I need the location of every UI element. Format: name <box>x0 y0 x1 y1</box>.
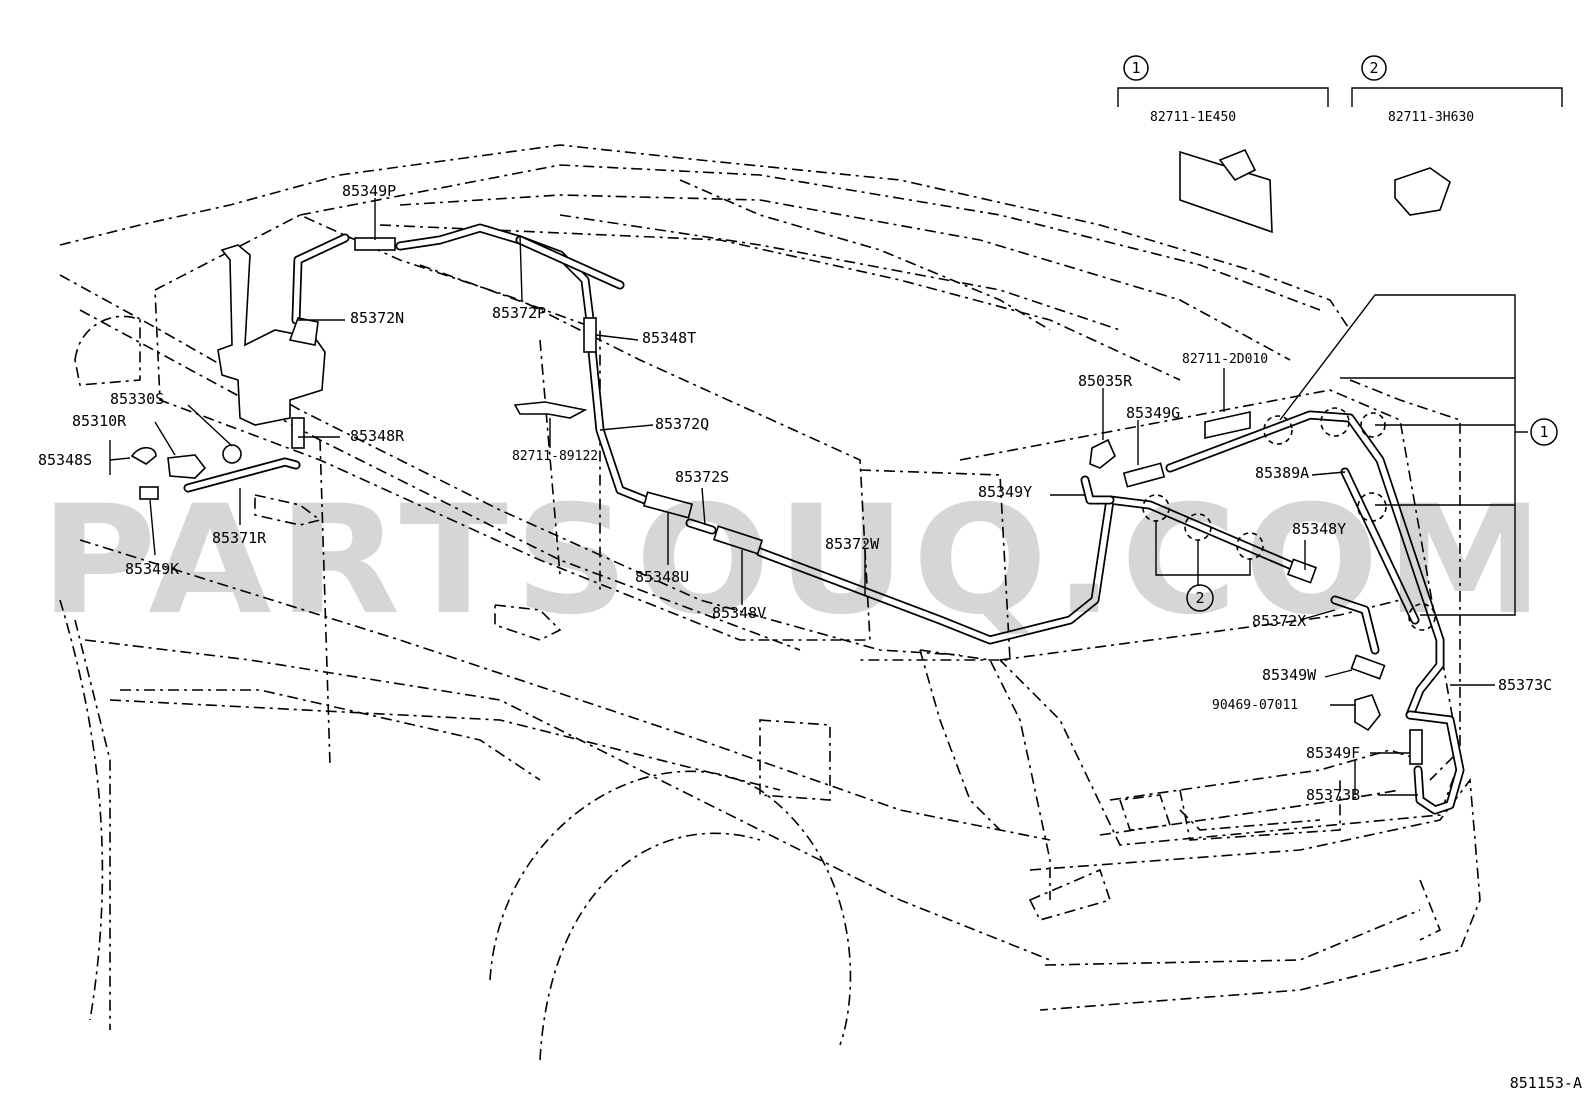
callout-2: 2 <box>1186 584 1214 612</box>
label-85348V[interactable]: 85348V <box>712 604 766 622</box>
part-labels[interactable]: 85349P 85372N 85372P 85348T 85330S 85310… <box>38 182 1552 804</box>
label-85348Y[interactable]: 85348Y <box>1292 520 1346 538</box>
label-85372X[interactable]: 85372X <box>1252 612 1306 630</box>
reference-groups: 1 82711-1E450 2 82711-3H630 <box>1123 55 1474 125</box>
group-ref-2: 2 82711-3H630 <box>1361 55 1474 125</box>
label-85372N[interactable]: 85372N <box>350 309 404 327</box>
watermark: PARTSOUQ.COM <box>40 474 1550 648</box>
label-85310R[interactable]: 85310R <box>72 412 127 430</box>
label-85348U[interactable]: 85348U <box>635 568 689 586</box>
label-85348R[interactable]: 85348R <box>350 427 405 445</box>
label-85348S[interactable]: 85348S <box>38 451 92 469</box>
group-ref-2-id: 2 <box>1369 59 1378 77</box>
group-ref-1-part: 82711-1E450 <box>1150 110 1236 125</box>
parts-shapes <box>130 148 1451 765</box>
callout-1: 1 <box>1530 418 1558 446</box>
label-85349K[interactable]: 85349K <box>125 560 179 578</box>
label-85349G[interactable]: 85349G <box>1126 404 1180 422</box>
label-85349W[interactable]: 85349W <box>1262 666 1317 684</box>
group-ref-1-id: 1 <box>1131 59 1140 77</box>
label-85373B[interactable]: 85373B <box>1306 786 1360 804</box>
label-85035R[interactable]: 85035R <box>1078 372 1133 390</box>
callout-1-label: 1 <box>1539 423 1548 441</box>
group-ref-1: 1 82711-1E450 <box>1123 55 1236 125</box>
label-85349F[interactable]: 85349F <box>1306 744 1360 762</box>
label-85349P[interactable]: 85349P <box>342 182 396 200</box>
label-85349Y[interactable]: 85349Y <box>978 483 1032 501</box>
label-85372S[interactable]: 85372S <box>675 468 729 486</box>
label-85372Q[interactable]: 85372Q <box>655 415 709 433</box>
leader-lines <box>109 87 1563 796</box>
callout-2-label: 2 <box>1195 589 1204 607</box>
label-85373C[interactable]: 85373C <box>1498 676 1552 694</box>
label-82711-89122[interactable]: 82711-89122 <box>512 449 598 464</box>
label-85330S[interactable]: 85330S <box>110 390 164 408</box>
label-85389A[interactable]: 85389A <box>1255 464 1309 482</box>
label-85348T[interactable]: 85348T <box>642 329 696 347</box>
callouts: 1 2 <box>1186 418 1558 612</box>
label-85372W[interactable]: 85372W <box>825 535 880 553</box>
label-85372P[interactable]: 85372P <box>492 304 546 322</box>
group-ref-2-part: 82711-3H630 <box>1388 110 1474 125</box>
diagram-code: 851153-A <box>1510 1074 1582 1092</box>
label-82711-2D010[interactable]: 82711-2D010 <box>1182 352 1268 367</box>
label-90469-07011[interactable]: 90469-07011 <box>1212 698 1298 713</box>
washer-hoses <box>183 223 1465 815</box>
label-85371R[interactable]: 85371R <box>212 529 267 547</box>
